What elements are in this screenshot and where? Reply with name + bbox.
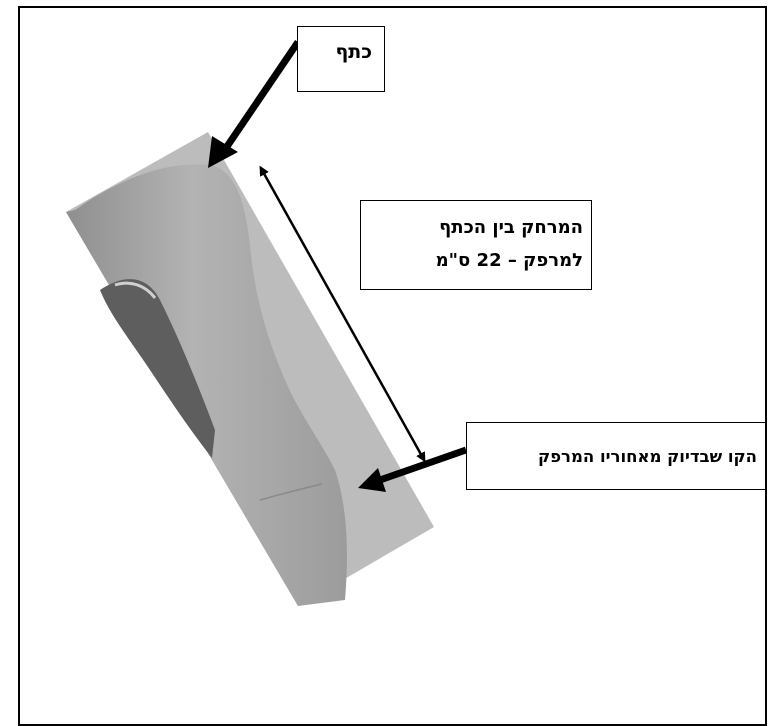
shirt-edge (114, 281, 157, 299)
distance-label-line1: המרחק בין הכתף (439, 217, 583, 238)
elbow-crease-label-text: הקו שבדיוק מאחוריו המרפק (538, 447, 757, 466)
shoulder-arrow-shaft (223, 40, 301, 150)
crease-arrow-shaft (378, 446, 468, 484)
elbow-crease-label: הקו שבדיוק מאחוריו המרפק (466, 422, 766, 490)
elbow-crease-line (259, 483, 323, 501)
distance-label-line2: למרפק – 22 ס"מ (435, 250, 583, 271)
shoulder-arrow-head (208, 136, 238, 168)
shoulder-label-text: כתף (335, 41, 372, 63)
distance-arrow (259, 165, 426, 463)
crease-arrow-head (358, 468, 386, 492)
distance-label: המרחק בין הכתף למרפק – 22 ס"מ (360, 200, 592, 290)
body-shadow-region (100, 279, 215, 458)
arm-photo-illustration (66, 40, 468, 606)
shoulder-label: כתף (297, 26, 385, 92)
